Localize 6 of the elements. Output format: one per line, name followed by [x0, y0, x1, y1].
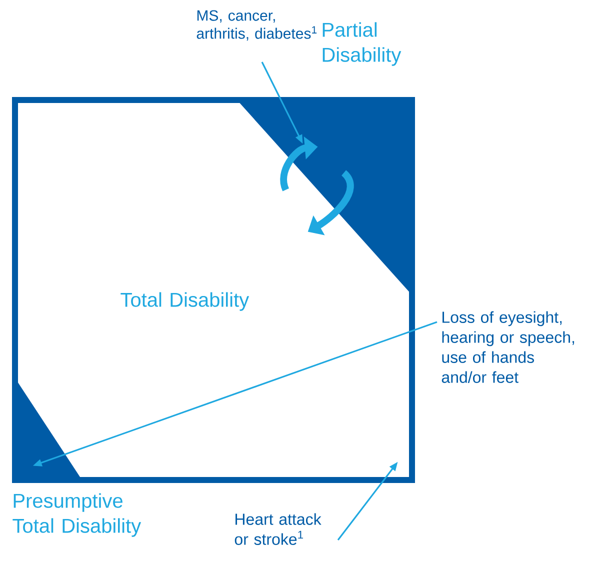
region-label: Partial Disability	[322, 22, 402, 66]
region-label: Total Disability	[120, 292, 250, 311]
region-label: Presumptive Total Disability	[12, 493, 142, 537]
note-text: MS, cancer, arthritis, diabetes$^{1}$	[196, 10, 317, 41]
note-text: Loss of eyesight, hearing or speech, use of hands and/or feet	[442, 311, 574, 383]
note-text: Heart attack or stroke$^{1}$	[234, 513, 322, 545]
